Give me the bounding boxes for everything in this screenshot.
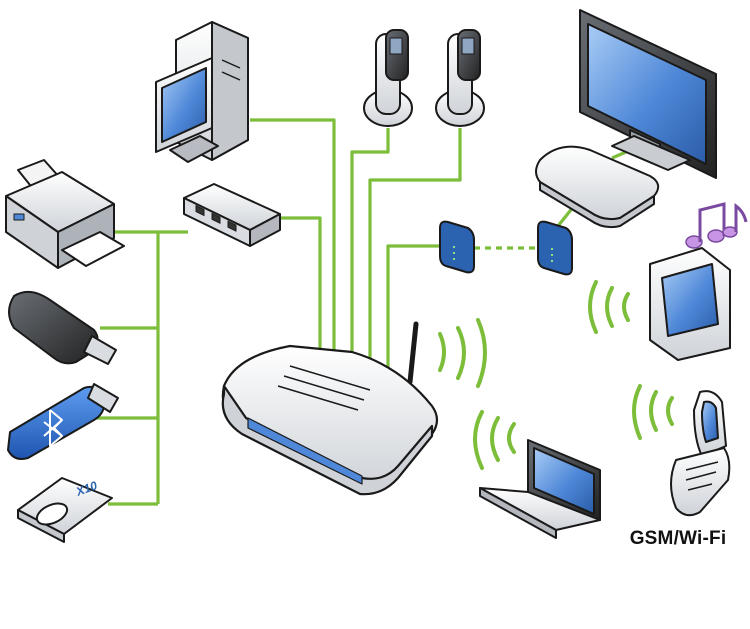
powerline-adapter-icon: [439, 220, 475, 274]
connection-links: [94, 118, 641, 506]
flip-phone-icon: [670, 390, 731, 517]
link-switch-router: [268, 216, 322, 352]
cordless-phone-icon: [363, 29, 413, 127]
x10-remote-icon: X10: [17, 477, 113, 543]
router-icon: [221, 321, 439, 496]
link-powerline-router: [386, 244, 440, 378]
gsm-wifi-label: GSM/Wi-Fi: [629, 528, 727, 549]
link-computer-router: [250, 118, 336, 358]
wifi-radio-icon: [649, 247, 731, 361]
tv-monitor-icon: [579, 9, 717, 179]
set-top-box-icon: [535, 145, 660, 229]
cordless-phone-icon: [435, 29, 485, 127]
printer-icon: [5, 159, 125, 269]
usb-drive-icon: [8, 290, 117, 365]
music-notes-icon: [685, 202, 748, 249]
link-phone1-router: [350, 128, 390, 365]
desktop-computer-icon: [155, 21, 249, 163]
link-phone2-router: [368, 128, 462, 372]
bluetooth-icon: [7, 383, 119, 460]
network-switch-icon: [183, 183, 281, 247]
wireless-waves: [438, 280, 674, 470]
powerline-adapter-icon: [537, 220, 573, 276]
laptop-icon: [479, 439, 601, 539]
